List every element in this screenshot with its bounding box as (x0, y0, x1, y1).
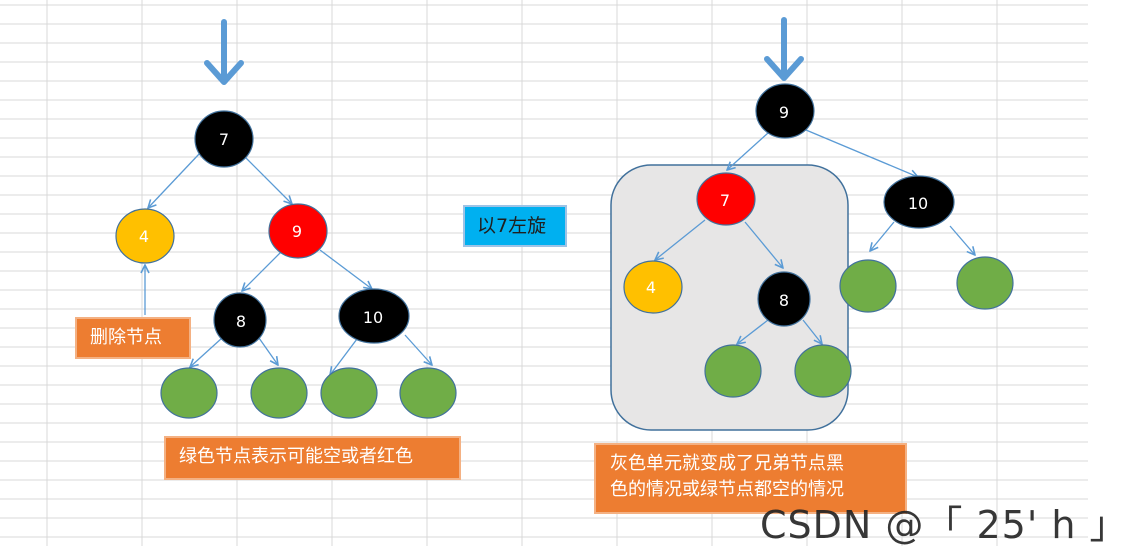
entry-arrow-left (204, 19, 244, 85)
edge-7-9 (244, 156, 292, 204)
node-7-left: 7 (194, 110, 254, 168)
svg-text:4: 4 (646, 278, 656, 297)
svg-text:9: 9 (292, 222, 302, 241)
edge-10-leaf3 (330, 338, 358, 375)
svg-text:9: 9 (779, 103, 789, 122)
node-9-right: 9 (755, 83, 815, 139)
node-8-left: 8 (213, 292, 267, 348)
node-8-right: 8 (757, 271, 811, 327)
right-tree: 9 7 10 4 8 (623, 83, 1014, 398)
node-9-left: 9 (268, 203, 328, 259)
edge-9-7 (727, 132, 769, 170)
leaf-node-d (956, 256, 1014, 310)
svg-text:8: 8 (236, 312, 246, 331)
edge-10-leaf4 (404, 334, 432, 365)
leaf-node-c (839, 259, 897, 313)
delete-node-label: 删除节点 (75, 317, 191, 359)
leaf-node-4 (399, 367, 457, 419)
svg-text:10: 10 (908, 194, 928, 213)
node-10-right: 10 (883, 175, 955, 229)
node-7-right: 7 (696, 172, 756, 226)
rotate-label: 以7左旋 (463, 205, 567, 247)
red-black-tree-diagram: 7 4 9 8 10 (115, 17, 1014, 431)
edge-9-10-right (805, 129, 918, 177)
leaf-node-1 (160, 367, 218, 419)
green-node-note: 绿色节点表示可能空或者红色 (164, 436, 461, 480)
edge-7-4-right (655, 219, 706, 260)
leaf-node-b (794, 344, 852, 398)
edge-7-8-right (744, 221, 783, 268)
node-4-left: 4 (115, 208, 175, 264)
edge-10-leaf-d (949, 225, 975, 255)
edge-9-10 (319, 249, 372, 289)
leaf-node-2 (250, 367, 308, 419)
svg-text:7: 7 (219, 130, 229, 149)
edge-8-leaf-b (802, 319, 822, 344)
edge-7-4 (148, 152, 201, 208)
edge-10-leaf-c (870, 221, 895, 251)
edge-9-8 (242, 251, 282, 291)
gray-group-note: 灰色单元就变成了兄弟节点黑 色的情况或绿节点都空的情况 (594, 443, 907, 514)
entry-arrow-right (764, 17, 804, 81)
edge-8-leaf2 (258, 337, 278, 365)
leaf-node-a (704, 344, 762, 398)
svg-text:4: 4 (139, 227, 149, 246)
node-10-left: 10 (338, 288, 410, 344)
node-4-right: 4 (623, 260, 683, 314)
edge-8-leaf1 (190, 337, 223, 367)
svg-text:8: 8 (779, 291, 789, 310)
svg-text:7: 7 (720, 191, 730, 210)
csdn-watermark: CSDN @「 25' h 」 (760, 503, 1129, 547)
leaf-node-3 (320, 367, 378, 419)
left-tree: 7 4 9 8 10 (115, 110, 457, 419)
svg-text:10: 10 (363, 308, 383, 327)
edge-8-leaf-a (737, 319, 769, 344)
